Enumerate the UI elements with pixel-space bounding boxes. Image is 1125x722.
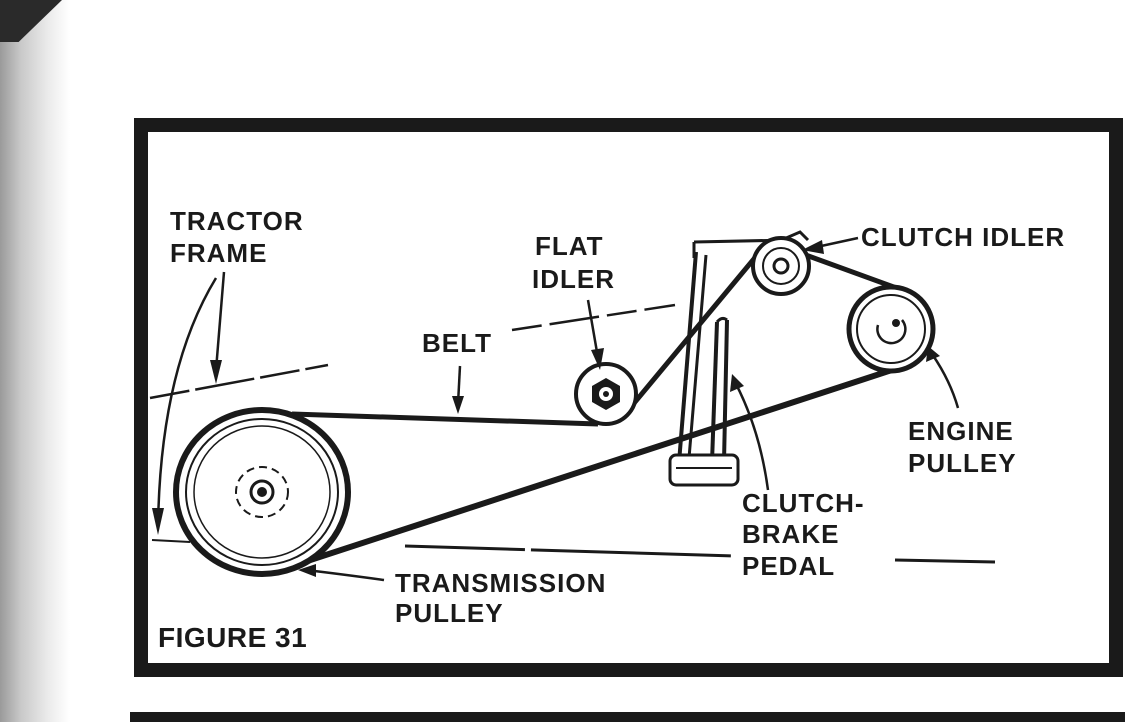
label-belt: BELT (422, 328, 492, 358)
tractor-frame-line-left (151, 539, 191, 543)
belt (291, 246, 903, 569)
engine-pulley (846, 284, 936, 374)
figure-caption: FIGURE 31 (158, 622, 307, 653)
next-figure-frame-edge (130, 712, 1125, 722)
scan-page-edge (0, 0, 70, 722)
leader-arrows (152, 236, 960, 582)
label-engine-pulley-line1: ENGINE (908, 416, 1014, 446)
label-clutch-brake-pedal-line3: PEDAL (742, 551, 835, 581)
label-tractor-frame-line1: TRACTOR (170, 206, 304, 236)
tractor-frame-line-middle (511, 303, 676, 332)
label-engine-pulley-line2: PULLEY (908, 448, 1017, 478)
label-flat-idler-line1: FLAT (535, 231, 604, 261)
label-flat-idler-line2: IDLER (532, 264, 615, 294)
flat-idler (574, 362, 638, 426)
label-tractor-frame-line2: FRAME (170, 238, 267, 268)
label-clutch-idler: CLUTCH IDLER (861, 222, 1065, 252)
tractor-frame-line-right (894, 558, 996, 564)
tractor-frame-line-upper (149, 363, 329, 400)
label-transmission-pulley-line2: PULLEY (395, 598, 504, 628)
label-transmission-pulley-line1: TRANSMISSION (395, 568, 606, 598)
label-clutch-brake-pedal-line2: BRAKE (742, 519, 839, 549)
clutch-idler (751, 230, 811, 296)
transmission-pulley (173, 407, 351, 577)
label-clutch-brake-pedal-line1: CLUTCH- (742, 488, 865, 518)
tractor-frame-line-lower (404, 544, 736, 558)
